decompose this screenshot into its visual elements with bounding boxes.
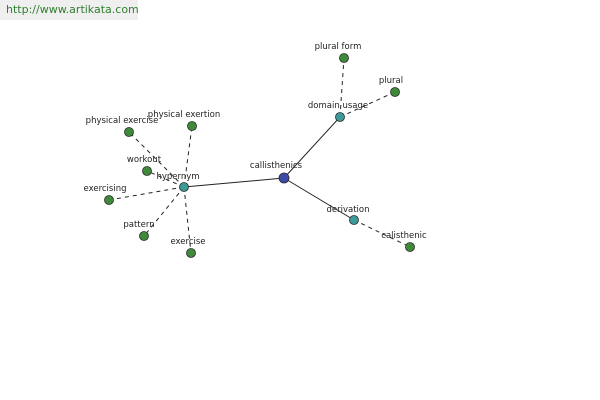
node-derivation[interactable] xyxy=(349,215,359,225)
edge-hyp-phx xyxy=(128,131,185,188)
node-domain-usage[interactable] xyxy=(335,112,345,122)
edge-c-hyp xyxy=(183,177,285,188)
edge-hyp-ex xyxy=(183,186,192,254)
node-physical-exertion[interactable] xyxy=(187,121,197,131)
graph-edges xyxy=(108,57,411,254)
node-calisthenic[interactable] xyxy=(405,242,415,252)
graph-labels: callisthenics hypernym domain usage derivat… xyxy=(84,42,428,247)
edge-dom-pf xyxy=(339,57,345,118)
label-domain-usage[interactable]: domain usage xyxy=(308,101,368,111)
label-callisthenics[interactable]: callisthenics xyxy=(250,161,303,171)
edge-c-dom xyxy=(283,116,341,179)
node-exercise[interactable] xyxy=(186,248,196,258)
label-plural-form[interactable]: plural form xyxy=(315,42,362,52)
edge-hyp-wo xyxy=(146,170,185,188)
label-derivation[interactable]: derivation xyxy=(326,205,369,215)
node-plural[interactable] xyxy=(390,87,400,97)
node-callisthenics[interactable] xyxy=(278,172,290,184)
label-physical-exercise[interactable]: physical exercise xyxy=(86,116,159,126)
edge-hyp-phe xyxy=(183,125,193,188)
graph-nodes xyxy=(104,53,415,258)
url-banner: http://www.artikata.com xyxy=(0,0,139,20)
label-pattern[interactable]: pattern xyxy=(123,220,154,230)
label-physical-exertion[interactable]: physical exertion xyxy=(148,110,220,120)
edge-dom-pl xyxy=(339,91,396,118)
node-physical-exercise[interactable] xyxy=(124,127,134,137)
label-workout[interactable]: workout xyxy=(127,155,162,165)
site-url-link[interactable]: http://www.artikata.com xyxy=(6,3,139,16)
node-hypernym[interactable] xyxy=(179,182,189,192)
node-plural-form[interactable] xyxy=(339,53,349,63)
edge-hyp-pat xyxy=(143,186,185,237)
node-exercising[interactable] xyxy=(104,195,114,205)
label-hypernym[interactable]: hypernym xyxy=(156,172,199,182)
label-plural[interactable]: plural xyxy=(379,76,403,86)
label-exercise[interactable]: exercise xyxy=(170,237,205,247)
label-exercising[interactable]: exercising xyxy=(84,184,127,194)
edge-der-cal xyxy=(353,219,411,248)
node-pattern[interactable] xyxy=(139,231,149,241)
node-workout[interactable] xyxy=(142,166,152,176)
label-calisthenic[interactable]: calisthenic xyxy=(381,231,427,241)
edge-c-der xyxy=(283,177,355,221)
